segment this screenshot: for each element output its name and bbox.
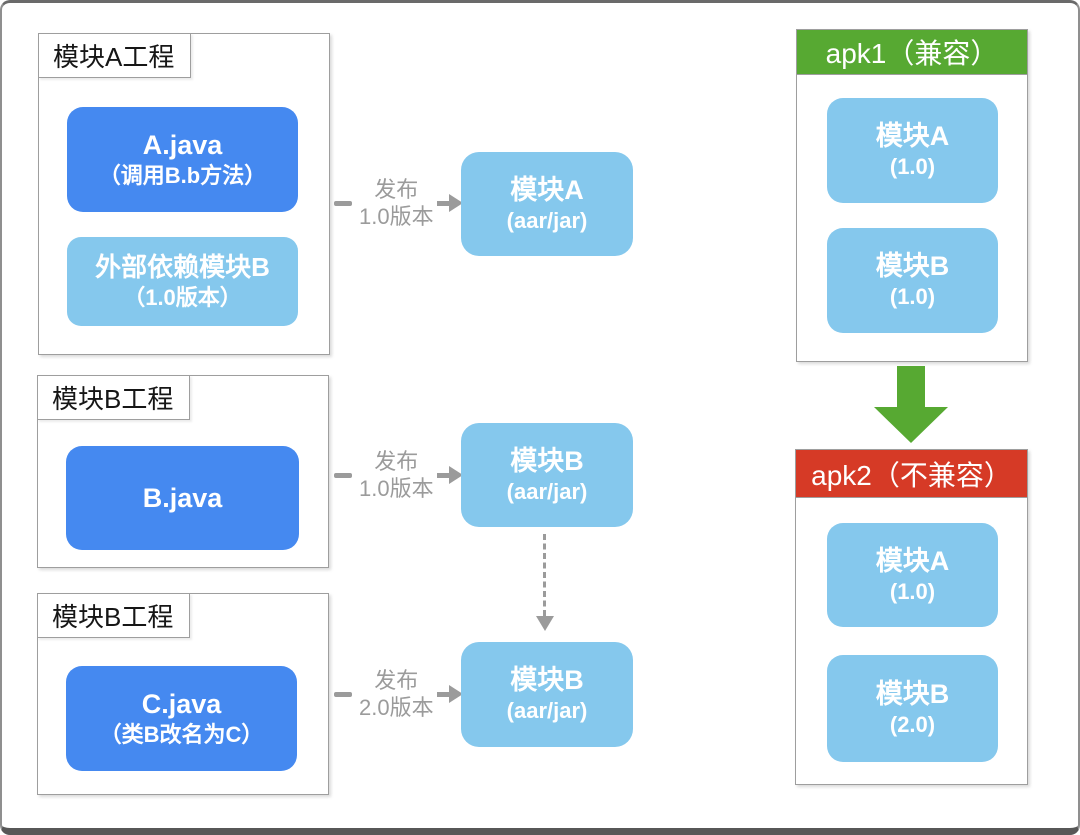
artifact-title: 模块B	[510, 445, 584, 476]
apk1-title: apk1（兼容）	[825, 38, 999, 69]
source-block-b-java: B.java	[66, 446, 299, 550]
arrow-dash	[334, 472, 352, 478]
block-title: B.java	[142, 482, 223, 513]
block-title: C.java	[141, 689, 222, 719]
module-title: 模块A	[875, 121, 950, 151]
arrow-dash	[334, 200, 352, 206]
publish-label: 发布 1.0版本	[359, 449, 434, 501]
project-label: 模块B工程	[37, 593, 190, 638]
publish-arrow-3: 发布 2.0版本	[334, 662, 463, 726]
arrow-dash	[334, 691, 352, 697]
project-label-text: 模块A工程	[53, 42, 175, 72]
module-version: (1.0)	[889, 578, 936, 604]
module-version: (2.0)	[889, 712, 936, 737]
module-title: 模块B	[875, 679, 950, 709]
module-version: (1.0)	[889, 154, 936, 179]
artifact-subtitle: (aar/jar)	[506, 698, 588, 723]
apk1-header: apk1（兼容）	[796, 29, 1028, 75]
publish-arrow-1: 发布 1.0版本	[334, 171, 463, 235]
apk2-module-a: 模块A (1.0)	[827, 523, 998, 627]
arrow-head-icon	[448, 194, 463, 212]
block-subtitle: （1.0版本）	[123, 285, 242, 310]
artifact-title: 模块B	[510, 665, 584, 695]
block-title: 外部依赖模块B	[95, 252, 270, 282]
artifact-subtitle: (aar/jar)	[506, 478, 588, 504]
apk2-module-b: 模块B (2.0)	[827, 655, 998, 762]
dashed-connector	[543, 534, 546, 616]
project-label-text: 模块B工程	[52, 602, 174, 632]
block-subtitle: （调用B.b方法）	[98, 163, 267, 188]
block-subtitle: （类B改名为C）	[99, 722, 264, 747]
apk2-title: apk2（不兼容）	[811, 459, 1012, 491]
artifact-module-b-1-0: 模块B (aar/jar)	[461, 423, 633, 527]
arrow-head-icon	[448, 685, 463, 703]
source-block-a-java: A.java （调用B.b方法）	[67, 107, 298, 212]
project-label: 模块B工程	[37, 375, 190, 420]
apk1-module-a: 模块A (1.0)	[827, 98, 998, 203]
artifact-module-a: 模块A (aar/jar)	[461, 152, 633, 256]
publish-arrow-2: 发布 1.0版本	[334, 443, 463, 507]
module-title: 模块A	[875, 545, 950, 576]
project-label: 模块A工程	[38, 33, 191, 78]
arrow-shaft	[436, 472, 449, 478]
block-title: A.java	[142, 130, 223, 160]
arrow-head-icon	[448, 466, 463, 484]
arrow-shaft	[436, 200, 449, 206]
module-title: 模块B	[875, 251, 950, 281]
publish-label: 发布 1.0版本	[359, 177, 434, 229]
publish-label: 发布 2.0版本	[359, 668, 434, 720]
apk2-header: apk2（不兼容）	[795, 449, 1028, 498]
apk1-module-b: 模块B (1.0)	[827, 228, 998, 333]
project-label-text: 模块B工程	[52, 384, 174, 414]
artifact-subtitle: (aar/jar)	[506, 207, 588, 233]
dependency-block-module-b: 外部依赖模块B （1.0版本）	[67, 237, 298, 326]
artifact-module-b-2-0: 模块B (aar/jar)	[461, 642, 633, 747]
artifact-title: 模块A	[510, 174, 584, 205]
source-block-c-java: C.java （类B改名为C）	[66, 666, 297, 771]
module-version: (1.0)	[889, 284, 936, 309]
arrow-shaft	[436, 691, 449, 697]
dashed-arrow-head-icon	[536, 616, 554, 631]
